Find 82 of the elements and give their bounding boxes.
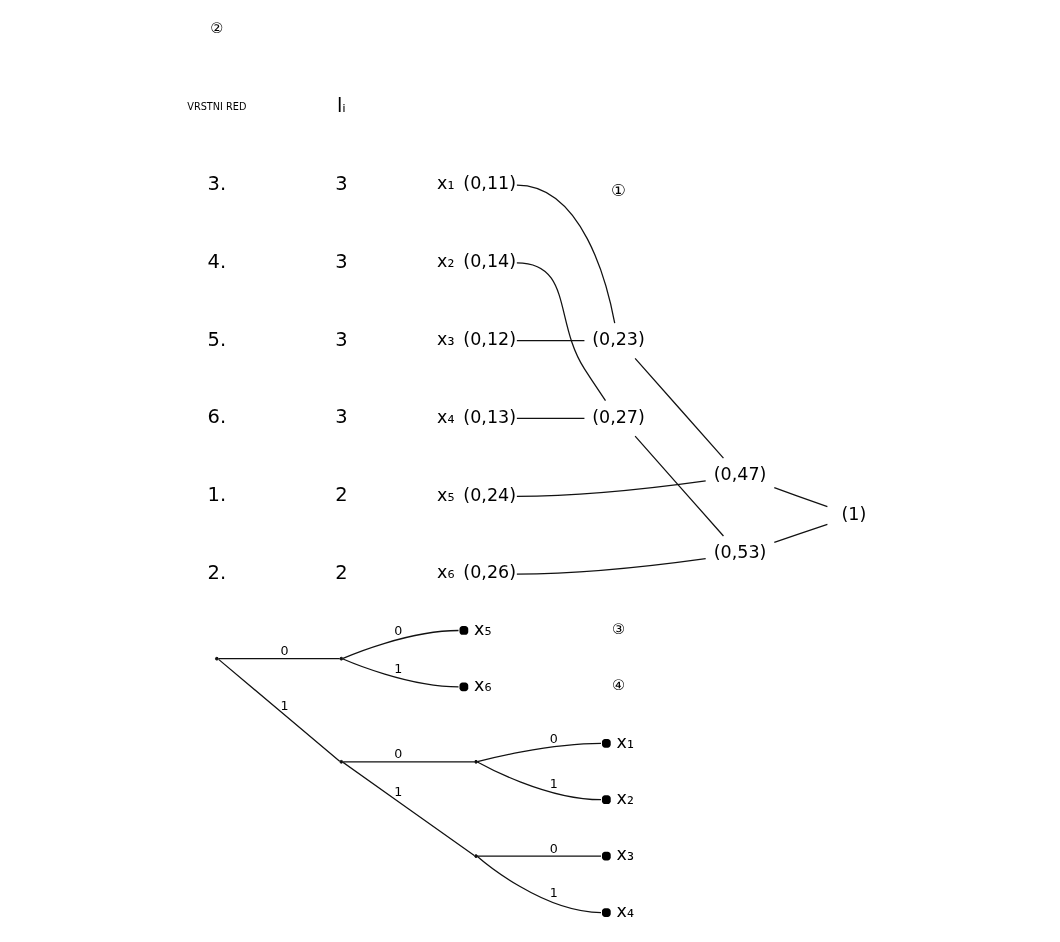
edge-label: 0	[549, 840, 558, 856]
label: 3	[335, 327, 348, 351]
edge-label: 1	[394, 660, 403, 676]
node-text: (0,27)	[592, 406, 645, 427]
node-label: x₂	[616, 787, 634, 808]
edge-label: 0	[549, 730, 558, 746]
connector	[342, 658, 460, 688]
connector	[342, 761, 475, 857]
node-point	[339, 656, 344, 661]
label: VRSTNI RED	[187, 100, 247, 112]
edge-label: 0	[394, 746, 403, 762]
connector	[773, 523, 828, 543]
connector	[634, 357, 725, 459]
node-text: (0,26)	[463, 562, 517, 583]
connector	[516, 340, 586, 342]
connector	[516, 417, 586, 420]
connector	[476, 855, 602, 914]
node-label: x₆	[474, 675, 492, 696]
node-dot	[601, 795, 611, 805]
edge-label: 1	[280, 697, 289, 713]
node-text: (0,53)	[713, 541, 767, 562]
node-point	[214, 656, 219, 661]
label: 2	[335, 483, 348, 507]
node-label: x₅	[474, 618, 492, 639]
node-point	[474, 854, 478, 858]
node-text: (0,47)	[713, 464, 767, 485]
label: ①	[611, 180, 626, 200]
node-label: x₂	[437, 251, 455, 272]
node-dot	[601, 738, 611, 748]
edge-label: 0	[394, 622, 403, 638]
node-text: (0,23)	[592, 328, 645, 349]
edge-label: 1	[394, 784, 403, 800]
connector	[476, 761, 602, 801]
node-dot	[459, 682, 469, 692]
node-text: (0,14)	[463, 251, 517, 272]
node-text: (0,11)	[463, 173, 517, 194]
node-dot	[459, 626, 469, 635]
connector	[476, 742, 602, 763]
connector	[476, 855, 602, 857]
label: 4.	[207, 249, 227, 273]
edge-label: 1	[549, 776, 558, 792]
node-label: x₅	[437, 484, 455, 505]
node-text: (0,12)	[463, 328, 517, 349]
node-label: x₁	[437, 173, 455, 194]
connector	[634, 435, 725, 537]
label: 6.	[207, 405, 227, 429]
connector	[217, 658, 341, 660]
connector	[342, 629, 460, 659]
connector	[516, 480, 707, 497]
node-dot	[601, 908, 611, 917]
connector	[773, 487, 828, 508]
label: ④	[611, 676, 626, 694]
label: 3	[335, 171, 348, 195]
node-label: x₃	[437, 328, 455, 349]
node-point	[474, 759, 478, 764]
node-label: x₄	[616, 900, 634, 921]
label: 2	[335, 560, 348, 584]
connector	[342, 761, 475, 763]
node-label: x₃	[616, 844, 634, 865]
label: ③	[611, 619, 626, 637]
edge-label: 1	[549, 885, 558, 901]
node-dot	[601, 851, 611, 861]
connector	[217, 658, 341, 762]
label: 3	[335, 249, 348, 273]
node-point	[339, 759, 344, 764]
node-text: (0,13)	[463, 406, 517, 427]
label: 1.	[207, 483, 227, 507]
connector	[516, 262, 607, 402]
connector	[516, 558, 707, 575]
node-label: x₆	[437, 562, 455, 583]
label: 2.	[207, 560, 227, 584]
label: 3.	[207, 171, 227, 195]
edge-label: 0	[280, 643, 289, 659]
node-label: x₄	[437, 406, 455, 427]
label: ②	[210, 18, 224, 36]
label: 5.	[207, 327, 227, 351]
node-text: (1)	[841, 504, 867, 525]
label: lᵢ	[336, 94, 346, 118]
label: 3	[335, 405, 348, 429]
node-label: x₁	[616, 731, 634, 752]
node-text: (0,24)	[463, 484, 517, 505]
connector	[516, 184, 616, 324]
